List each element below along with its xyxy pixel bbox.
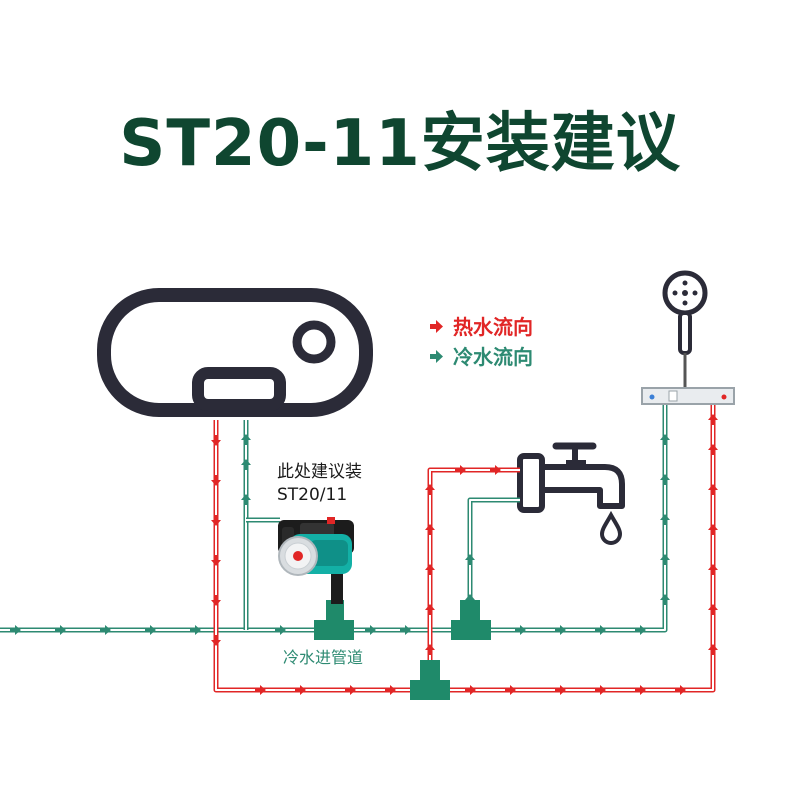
flow-arrow-icon: [708, 444, 718, 455]
tee-fitting: [314, 600, 354, 640]
flow-arrow-icon: [555, 625, 566, 635]
flow-arrow-icon: [425, 644, 435, 655]
flow-arrow-icon: [385, 685, 396, 695]
flow-arrow-icon: [100, 625, 111, 635]
legend: 热水流向 冷水流向: [430, 315, 533, 369]
flow-arrow-icon: [505, 685, 516, 695]
legend-cold-label: 冷水流向: [453, 345, 533, 369]
tee-fitting: [410, 660, 450, 700]
flow-arrow-icon: [455, 465, 466, 475]
flow-arrow-icon: [635, 685, 646, 695]
flow-arrow-icon: [425, 564, 435, 575]
flow-arrow-icon: [211, 475, 221, 486]
flow-arrow-icon: [708, 564, 718, 575]
hot-faucet-pipe: [427, 467, 520, 690]
faucet-icon: [517, 442, 625, 545]
flow-arrow-icon: [465, 554, 475, 565]
flow-arrow-icon: [660, 554, 670, 565]
flow-arrow-icon: [555, 685, 566, 695]
flow-arrow-icon: [675, 685, 686, 695]
flow-arrow-icon: [145, 625, 156, 635]
shower-head-icon: [662, 270, 708, 390]
circulation-pump-icon: [278, 517, 354, 604]
flow-arrow-icon: [211, 515, 221, 526]
flow-arrow-icon: [660, 514, 670, 525]
cold-inlet-label: 冷水进管道: [283, 648, 363, 667]
flow-arrow-icon: [10, 625, 21, 635]
flow-arrow-icon: [241, 494, 251, 505]
cold-faucet-pipe-core: [469, 499, 520, 630]
flow-arrow-icon: [211, 435, 221, 446]
flow-arrow-icon: [425, 524, 435, 535]
flow-arrow-icon: [345, 685, 356, 695]
flow-arrow-icon: [708, 484, 718, 495]
flow-arrow-icon: [241, 459, 251, 470]
water-drop-icon: [599, 510, 623, 545]
flow-arrow-icon: [490, 465, 501, 475]
flow-arrow-icon: [211, 595, 221, 606]
hot-arrow-icon: [430, 320, 443, 333]
flow-arrow-icon: [241, 434, 251, 445]
page-title: ST20-11安装建议: [119, 107, 681, 181]
legend-hot-label: 热水流向: [453, 315, 533, 339]
flow-arrow-icon: [55, 625, 66, 635]
mixing-valve: [641, 387, 735, 405]
flow-arrow-icon: [295, 685, 306, 695]
flow-arrow-icon: [211, 635, 221, 646]
legend-cold: 冷水流向: [430, 345, 533, 369]
pump-note-line2: ST20/11: [277, 485, 347, 505]
flow-arrow-icon: [425, 484, 435, 495]
flow-arrow-icon: [708, 604, 718, 615]
flow-arrow-icon: [660, 434, 670, 445]
flow-arrow-icon: [708, 414, 718, 425]
flow-arrow-icon: [211, 555, 221, 566]
hot-faucet-pipe-core: [429, 469, 520, 690]
flow-arrow-icon: [635, 625, 646, 635]
flow-arrow-icon: [595, 685, 606, 695]
flow-arrow-icon: [708, 644, 718, 655]
pump-note-line1: 此处建议装: [277, 462, 362, 482]
tee-fitting: [451, 600, 491, 640]
flow-arrow-icon: [595, 625, 606, 635]
legend-hot: 热水流向: [430, 315, 533, 339]
flow-arrow-icon: [365, 625, 376, 635]
flow-arrows: [10, 414, 718, 695]
cold-arrow-icon: [430, 350, 443, 363]
flow-arrow-icon: [255, 685, 266, 695]
flow-arrow-icon: [708, 524, 718, 535]
flow-arrow-icon: [425, 604, 435, 615]
flow-arrow-icon: [660, 474, 670, 485]
water-heater-icon: [97, 288, 373, 417]
flow-arrow-icon: [190, 625, 201, 635]
flow-arrow-icon: [660, 594, 670, 605]
pipe-fittings: [314, 600, 491, 700]
flow-arrow-icon: [515, 625, 526, 635]
flow-arrow-icon: [465, 685, 476, 695]
flow-arrow-icon: [465, 594, 475, 605]
flow-arrow-icon: [275, 625, 286, 635]
flow-arrow-icon: [400, 625, 411, 635]
